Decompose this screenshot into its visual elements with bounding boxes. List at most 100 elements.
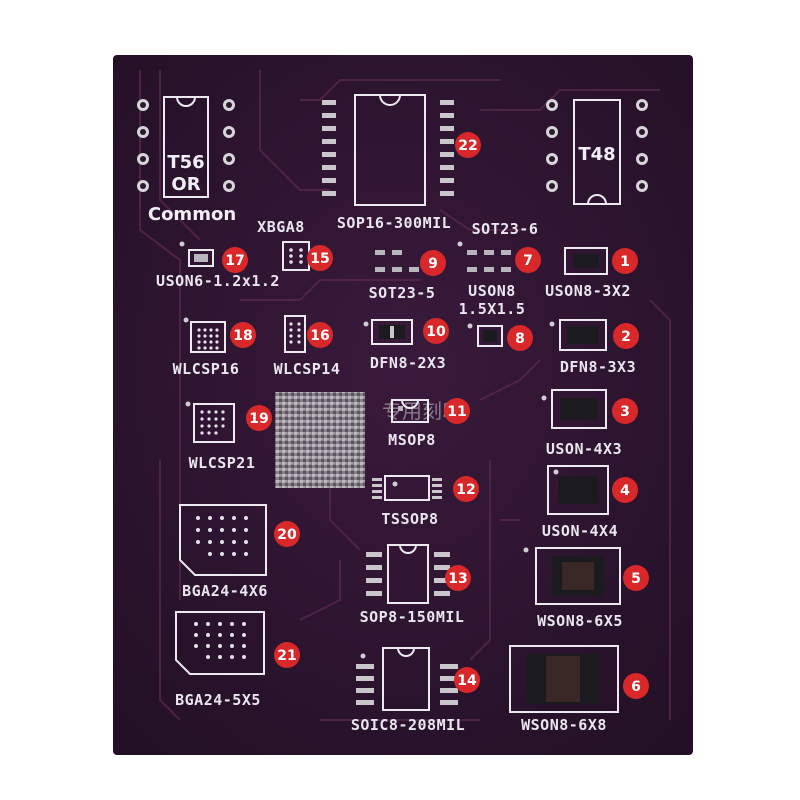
dip-pins-right <box>636 99 648 192</box>
dip-pins-right <box>223 99 235 192</box>
footprint-label: SOP16-300MIL <box>337 214 451 232</box>
footprint-label: USON-4X3 <box>546 440 622 458</box>
badge-number: 8 <box>515 331 525 347</box>
badge-number: 18 <box>233 328 252 344</box>
badge-number: 3 <box>620 404 630 420</box>
footprint-sot23-5: SOT23-5 <box>369 250 436 302</box>
footprint-label: DFN8-2X3 <box>370 354 446 372</box>
badge-number: 19 <box>249 411 268 427</box>
badge-14: 14 <box>454 667 480 693</box>
footprint-sop16: SOP16-300MIL <box>322 94 454 232</box>
footprint-uson-4x4: USON-4X4 <box>542 465 618 540</box>
footprint-label: WLCSP14 <box>274 360 341 378</box>
badge-18: 18 <box>230 322 256 348</box>
badge-4: 4 <box>612 477 638 503</box>
footprint-label-line-2: 1.5X1.5 <box>459 300 526 318</box>
badge-number: 12 <box>456 482 475 498</box>
badge-5: 5 <box>623 565 649 591</box>
footprint-dfn8-3x3: DFN8-3X3 <box>549 319 636 376</box>
footprint-label: MSOP8 <box>388 431 436 449</box>
footprint-uson8-1.5x1.5: USON8 1.5X1.5 <box>459 282 526 347</box>
footprint-tssop8: TSSOP8 <box>372 475 442 528</box>
footprint-label: WSON8-6X5 <box>537 612 623 630</box>
badge-13: 13 <box>445 565 471 591</box>
badge-number: 4 <box>620 483 630 499</box>
footprint-sot23-6: SOT23-6 <box>457 220 539 272</box>
badge-number: 22 <box>458 138 477 154</box>
footprint-soic8-208mil: SOIC8-208MIL <box>351 647 465 734</box>
footprint-bga24-5x5: BGA24-5X5 <box>175 611 265 709</box>
badge-number: 16 <box>310 328 329 344</box>
dip-socket-t48: T48 <box>546 99 648 205</box>
bga24-5x5-ball-grid <box>194 622 246 659</box>
footprint-wson8-6x5: WSON8-6X5 <box>523 547 623 630</box>
footprint-label: SOT23-5 <box>369 284 436 302</box>
badge-22: 22 <box>455 132 481 158</box>
badge-number: 2 <box>621 329 631 345</box>
footprint-wlcsp21: WLCSP21 <box>185 401 255 472</box>
footprint-label: USON8-3X2 <box>545 282 631 300</box>
badge-11: 11 <box>444 398 470 424</box>
badge-6: 6 <box>623 673 649 699</box>
badge-3: 3 <box>612 398 638 424</box>
footprint-wson8-6x8: WSON8-6X8 <box>509 645 619 734</box>
badge-number: 7 <box>523 253 533 269</box>
footprint-label: BGA24-4X6 <box>182 582 268 600</box>
footprint-label: SOIC8-208MIL <box>351 716 465 734</box>
badge-number: 5 <box>631 571 641 587</box>
dip-label-line-1: T48 <box>578 144 615 165</box>
badge-number: 14 <box>457 673 477 689</box>
footprint-number-badges: 1 2 3 4 5 6 7 8 9 10 11 12 13 14 15 16 1… <box>222 132 649 699</box>
dip-socket-t56: T56 OR Common <box>137 96 236 225</box>
footprint-uson8-3x2: USON8-3X2 <box>545 247 631 300</box>
footprint-uson6: USON6-1.2x1.2 <box>156 241 280 290</box>
badge-number: 9 <box>428 256 438 272</box>
footprint-label: XBGA8 <box>257 218 305 236</box>
footprint-label: USON6-1.2x1.2 <box>156 272 280 290</box>
footprint-msop8: MSOP8 <box>388 399 436 449</box>
badge-2: 2 <box>613 323 639 349</box>
badge-number: 21 <box>277 648 296 664</box>
badge-number: 20 <box>277 527 297 543</box>
footprint-xbga8: XBGA8 <box>257 218 310 271</box>
badge-10: 10 <box>423 318 449 344</box>
footprint-label: WLCSP16 <box>173 360 240 378</box>
badge-17: 17 <box>222 247 248 273</box>
footprint-label: TSSOP8 <box>381 510 438 528</box>
footprint-label: DFN8-3X3 <box>560 358 636 376</box>
dip-pins-left <box>546 99 558 192</box>
badge-number: 10 <box>426 324 446 340</box>
badge-15: 15 <box>307 245 333 271</box>
badge-20: 20 <box>274 521 300 547</box>
badge-16: 16 <box>307 322 333 348</box>
badge-number: 15 <box>310 251 329 267</box>
footprint-label: USON-4X4 <box>542 522 618 540</box>
dip-label-line-1: T56 <box>167 152 204 173</box>
wlcsp16-ball-grid <box>197 328 219 350</box>
pcb-traces <box>139 70 671 721</box>
footprint-label: USON8 <box>468 282 516 300</box>
footprint-dfn8-2x3: DFN8-2X3 <box>363 319 446 372</box>
badge-12: 12 <box>453 476 479 502</box>
footprint-label: BGA24-5X5 <box>175 691 261 709</box>
badge-1: 1 <box>612 248 638 274</box>
badge-number: 13 <box>448 571 467 587</box>
badge-number: 6 <box>631 679 641 695</box>
sop16-right-pads <box>440 100 454 196</box>
badge-8: 8 <box>507 325 533 351</box>
footprint-label: WSON8-6X8 <box>521 716 607 734</box>
bga24-4x6-ball-grid <box>196 516 248 556</box>
dip-caption: Common <box>148 204 236 225</box>
footprint-label: SOP8-150MIL <box>360 608 465 626</box>
badge-number: 1 <box>620 254 630 270</box>
badge-19: 19 <box>246 405 272 431</box>
footprint-uson-4x3: USON-4X3 <box>541 389 622 458</box>
footprint-bga24-4x6: BGA24-4X6 <box>179 504 268 600</box>
badge-21: 21 <box>274 642 300 668</box>
badge-9: 9 <box>420 250 446 276</box>
footprint-label: SOT23-6 <box>472 220 539 238</box>
dip-label-line-2: OR <box>171 174 200 195</box>
wlcsp21-ball-grid <box>200 410 225 435</box>
badge-number: 17 <box>225 253 244 269</box>
